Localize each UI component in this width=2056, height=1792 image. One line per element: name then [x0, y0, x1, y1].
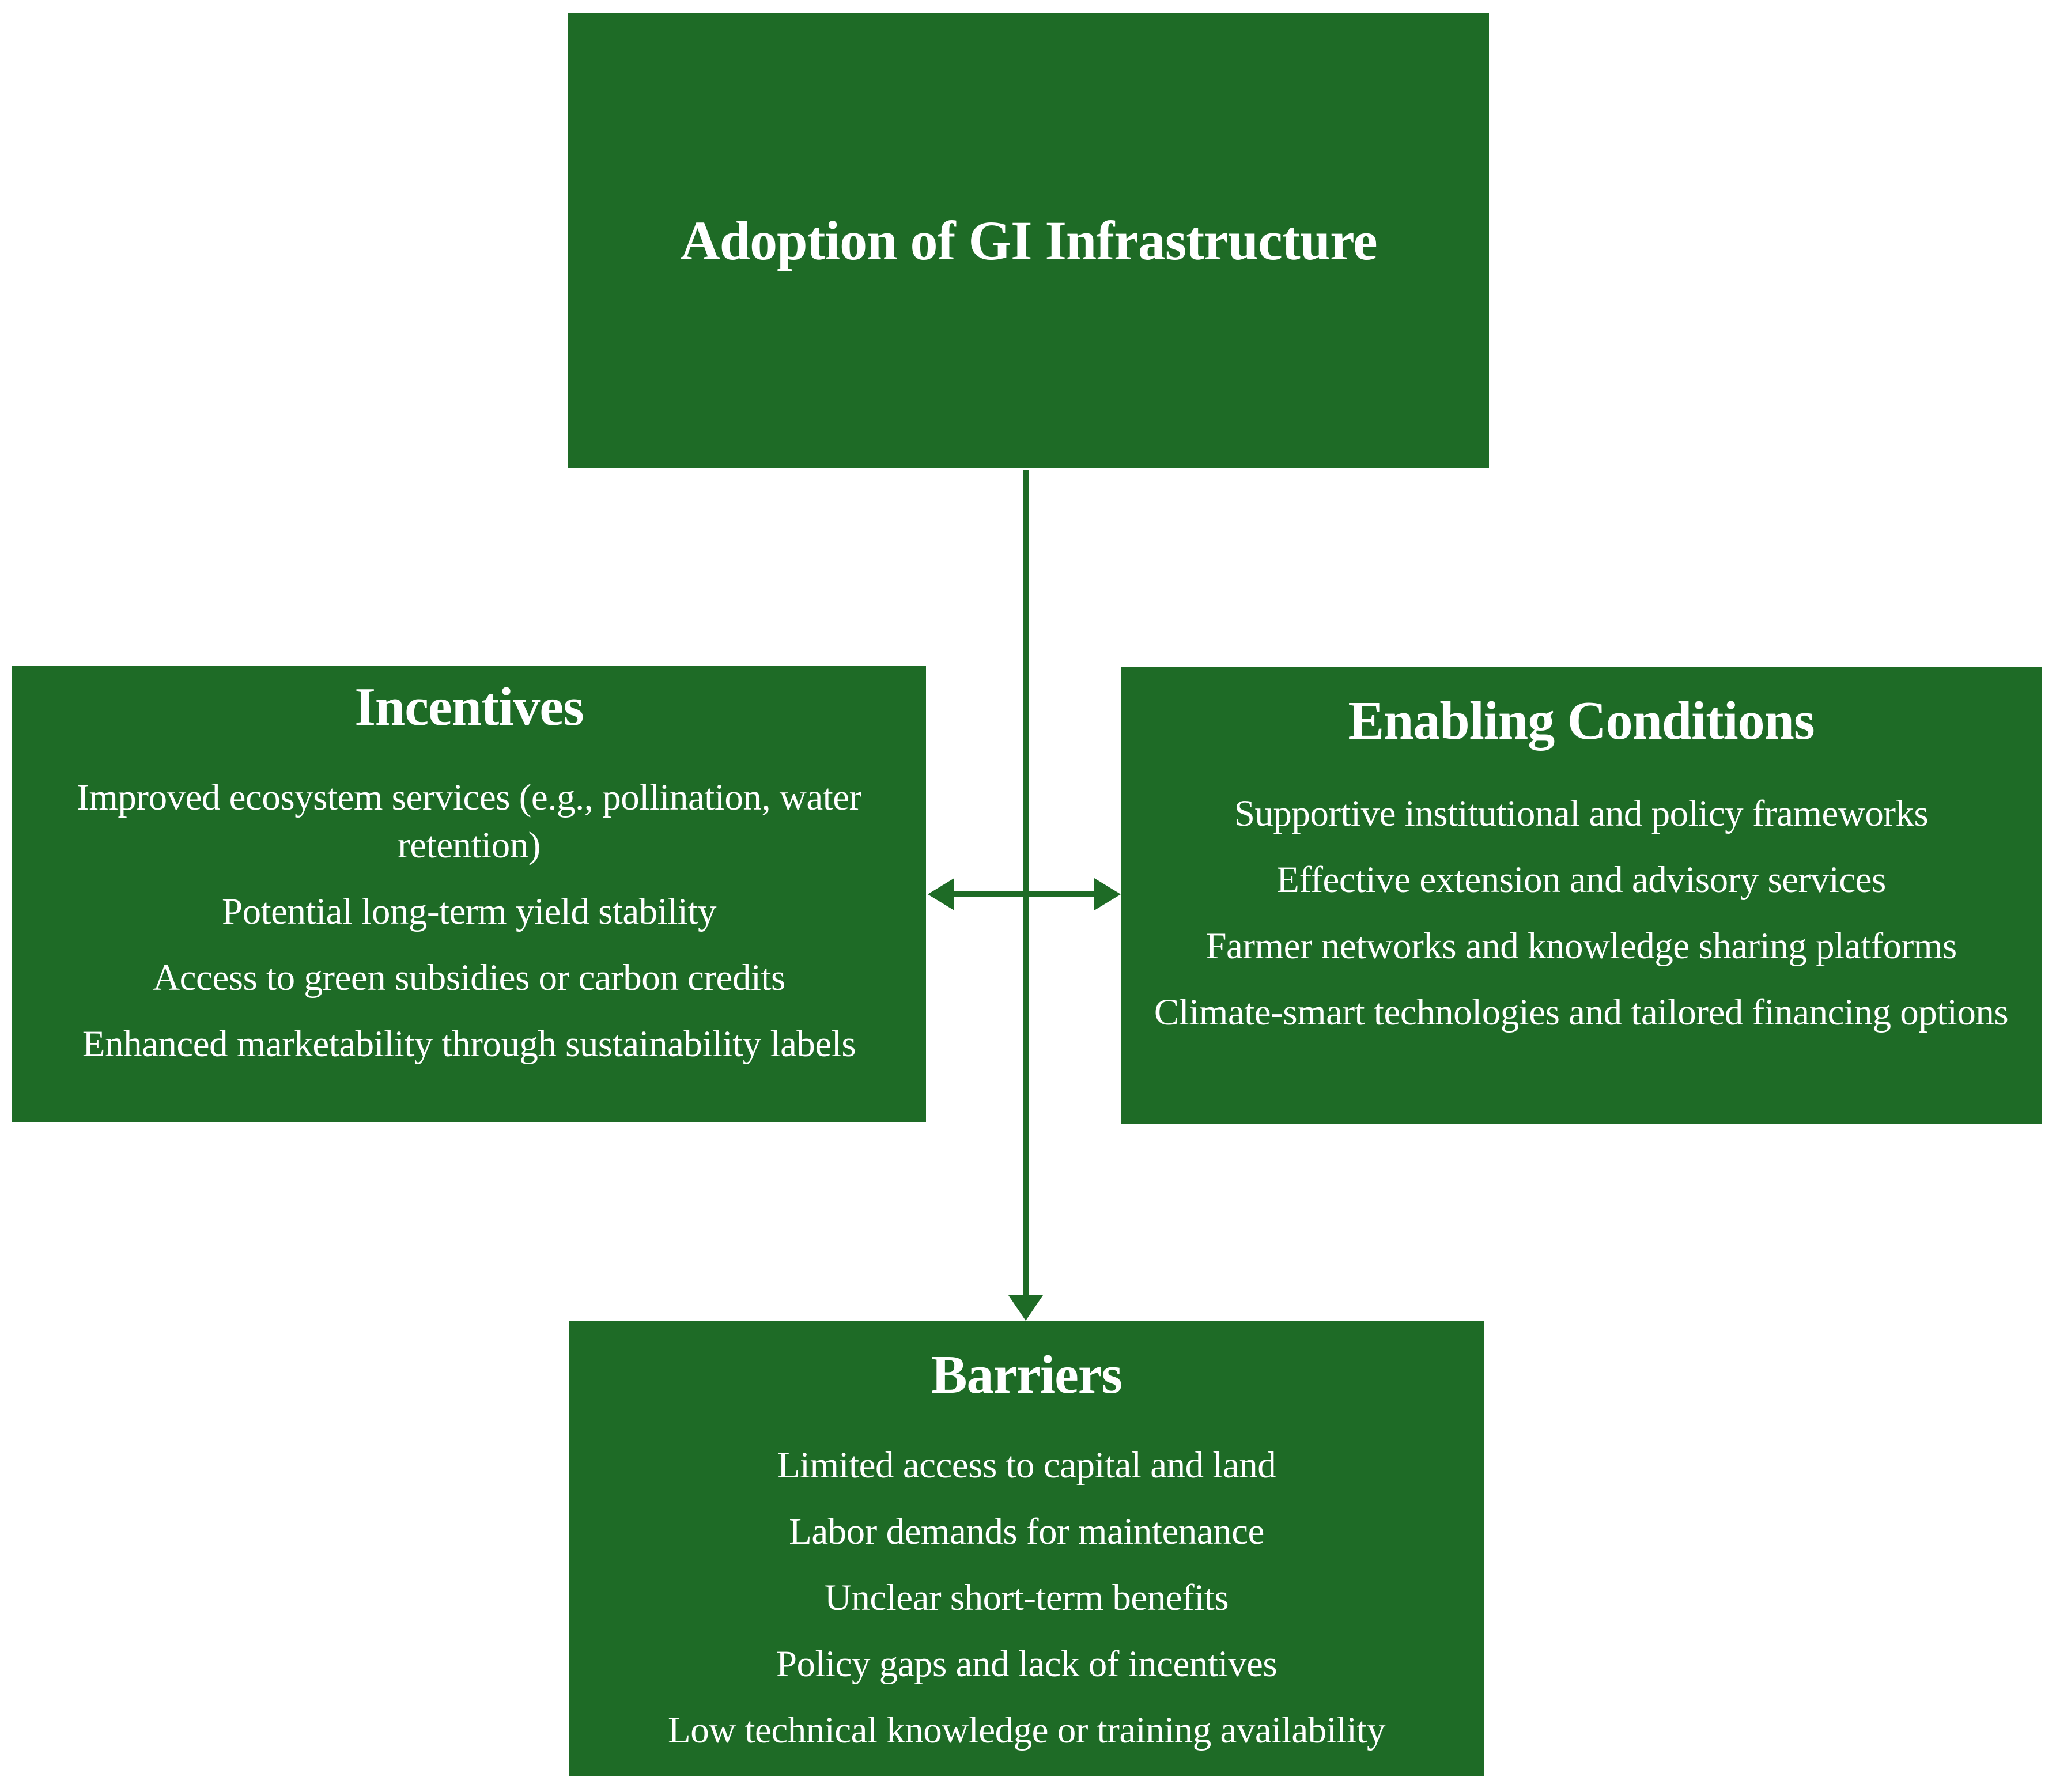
incentives-item: Access to green subsidies or carbon cred…	[153, 957, 785, 999]
incentives-box: Incentives Improved ecosystem services (…	[12, 666, 926, 1122]
vertical-connector-line	[1023, 470, 1029, 1299]
adoption-title: Adoption of GI Infrastructure	[680, 209, 1377, 271]
left-arrowhead-icon	[928, 878, 954, 910]
enabling-conditions-item: Supportive institutional and policy fram…	[1234, 792, 1929, 834]
horizontal-connector-line	[950, 891, 1098, 897]
incentives-title: Incentives	[354, 677, 584, 737]
enabling-conditions-item: Effective extension and advisory service…	[1276, 859, 1886, 901]
barriers-title: Barriers	[931, 1345, 1123, 1405]
enabling-conditions-title: Enabling Conditions	[1348, 691, 1815, 751]
barriers-item: Labor demands for maintenance	[789, 1510, 1264, 1552]
barriers-item: Policy gaps and lack of incentives	[776, 1643, 1278, 1685]
incentives-item: Potential long-term yield stability	[221, 890, 717, 932]
barriers-box: Barriers Limited access to capital and l…	[569, 1321, 1484, 1776]
down-arrowhead-icon	[1008, 1295, 1043, 1321]
incentives-item: Enhanced marketability through sustainab…	[82, 1023, 856, 1065]
enabling-conditions-item: Farmer networks and knowledge sharing pl…	[1205, 925, 1957, 967]
enabling-conditions-box: Enabling Conditions Supportive instituti…	[1121, 667, 2042, 1124]
barriers-item: Low technical knowledge or training avai…	[668, 1710, 1385, 1752]
barriers-item: Unclear short-term benefits	[824, 1576, 1229, 1619]
barriers-item: Limited access to capital and land	[777, 1444, 1276, 1486]
right-arrowhead-icon	[1094, 878, 1121, 910]
incentives-item: Improved ecosystem services (e.g., polli…	[77, 776, 861, 866]
enabling-conditions-item: Climate-smart technologies and tailored …	[1154, 992, 2009, 1034]
adoption-box: Adoption of GI Infrastructure	[568, 13, 1489, 468]
